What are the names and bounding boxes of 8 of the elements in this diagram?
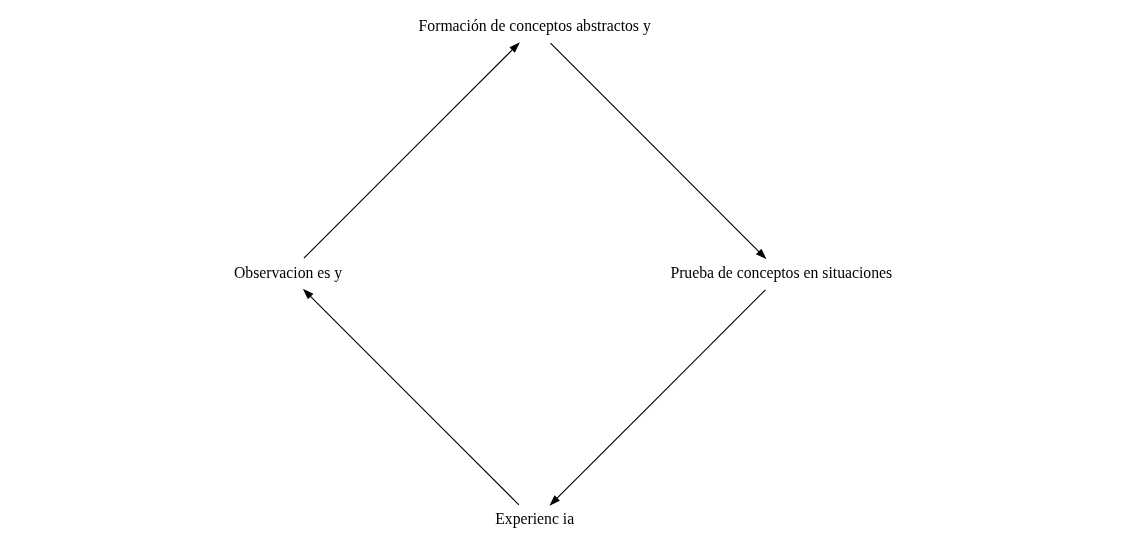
arrow — [303, 42, 520, 259]
node-text: Prueba de conceptos en situaciones — [670, 263, 893, 281]
node-text: Experienc ia — [495, 510, 575, 528]
arrow — [549, 42, 767, 260]
node-text: Formación de conceptos abstractos y — [418, 17, 651, 35]
node-text: Observacion es y — [233, 263, 343, 281]
arrow — [549, 289, 767, 506]
arrow — [302, 288, 520, 506]
